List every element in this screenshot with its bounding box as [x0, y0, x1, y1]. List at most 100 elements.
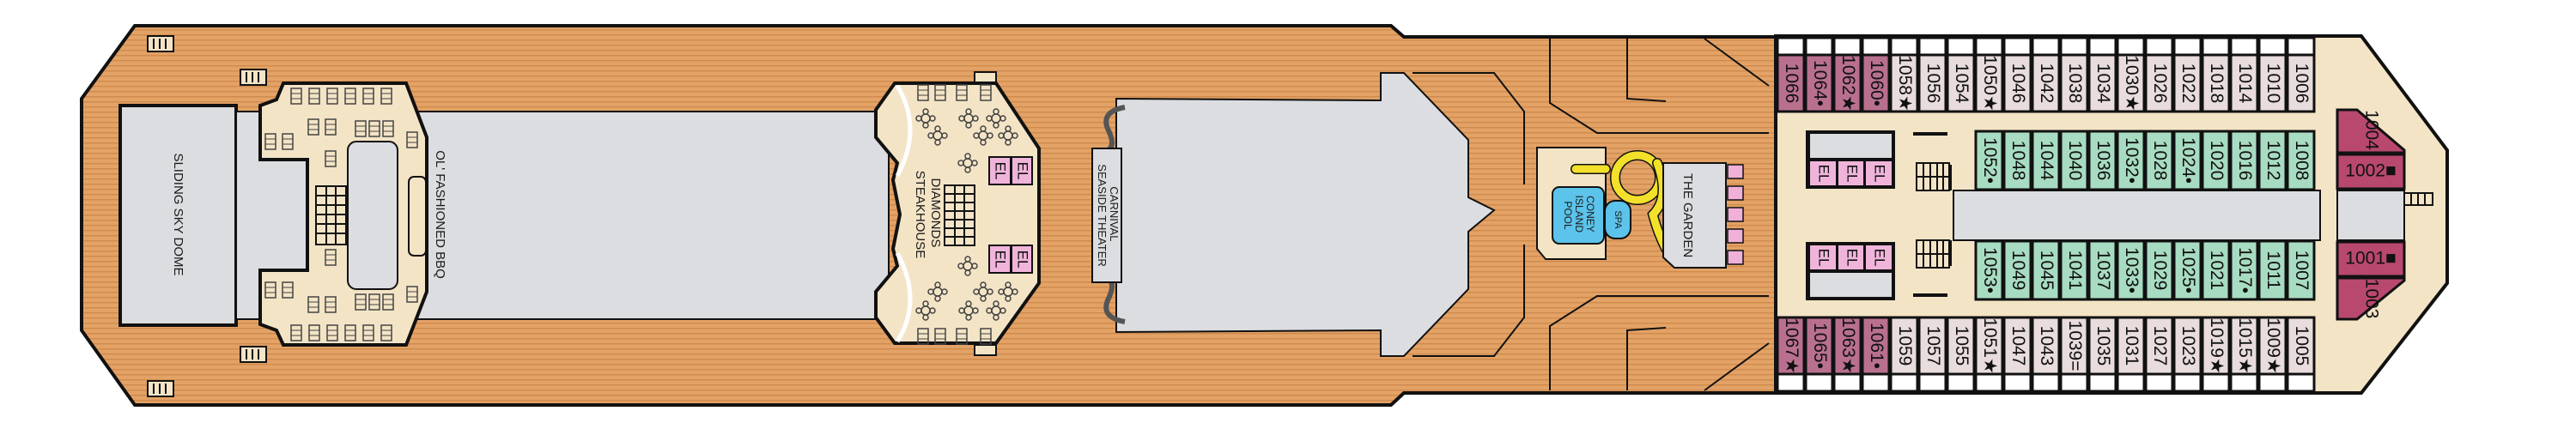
- cabin[interactable]: 1027: [2144, 316, 2174, 376]
- cabin[interactable]: 1036: [2087, 130, 2117, 191]
- cabin[interactable]: 1011: [2257, 239, 2287, 301]
- pool-label-line: CONEY: [1584, 196, 1596, 233]
- cabin-number: 1001■: [2345, 249, 2396, 269]
- cabin[interactable]: 1047: [2002, 316, 2032, 376]
- cabin[interactable]: 1039=: [2059, 316, 2089, 376]
- cabin-shape: [2087, 53, 2117, 113]
- cabin[interactable]: 1050★: [1974, 53, 2004, 113]
- cabin[interactable]: 1041: [2059, 239, 2089, 301]
- cabin[interactable]: 1052•: [1974, 130, 2004, 191]
- balcony: [1946, 372, 1976, 393]
- cabin[interactable]: 1034: [2087, 53, 2117, 113]
- cabin[interactable]: 1062★: [1832, 53, 1862, 113]
- cabin[interactable]: 1031: [2116, 316, 2146, 376]
- cabin[interactable]: 1007: [2286, 239, 2316, 301]
- cabin-shape: [2336, 240, 2406, 278]
- cabin-number: 1014: [2235, 63, 2255, 104]
- cabin[interactable]: 1030★: [2116, 53, 2146, 113]
- round-table-icon: [957, 153, 978, 173]
- cabin[interactable]: 1038: [2059, 53, 2089, 113]
- cabin-shape: [2172, 130, 2202, 191]
- cabin-number: 1006: [2292, 63, 2312, 104]
- cabin[interactable]: 1057: [1917, 316, 1947, 376]
- cabin-number: 1004: [2361, 110, 2381, 150]
- cabin[interactable]: 1033•: [2116, 239, 2146, 301]
- cabin[interactable]: 1005: [2286, 316, 2316, 376]
- cabin[interactable]: 1016: [2229, 130, 2259, 191]
- balcony: [1974, 36, 2004, 57]
- cabin[interactable]: 1066: [1776, 53, 1806, 113]
- cabin[interactable]: 1015★: [2229, 316, 2259, 376]
- cabin[interactable]: 1060•: [1861, 53, 1891, 113]
- elevator-label: EL: [993, 251, 1009, 269]
- cabin[interactable]: 1063★: [1832, 316, 1862, 376]
- cabin[interactable]: 1040: [2059, 130, 2089, 191]
- cabin[interactable]: 1056: [1917, 53, 1947, 113]
- cabin[interactable]: 1044: [2031, 130, 2061, 191]
- cabin[interactable]: 1064•: [1804, 53, 1834, 113]
- cabin-number: 1039=: [2065, 321, 2085, 372]
- cabin[interactable]: 1059: [1889, 316, 1919, 376]
- balcony: [1776, 36, 1806, 57]
- cabin[interactable]: 1018: [2201, 53, 2231, 113]
- cabin[interactable]: 1020: [2201, 130, 2231, 191]
- cabin[interactable]: 1012: [2257, 130, 2287, 191]
- balcony: [2172, 36, 2202, 57]
- cabin[interactable]: 1002■: [2336, 153, 2406, 190]
- cabin-number: 1050★: [1980, 55, 2000, 112]
- cabin[interactable]: 1053•: [1974, 239, 2004, 301]
- cabin[interactable]: 1055: [1946, 316, 1976, 376]
- cabin[interactable]: 1021: [2201, 239, 2231, 301]
- cabin[interactable]: 1009★: [2257, 316, 2287, 376]
- round-table-icon: [927, 125, 948, 146]
- cabin-shape: [2172, 239, 2202, 301]
- cabin[interactable]: 1014: [2229, 53, 2259, 113]
- cabin[interactable]: 1006: [2286, 53, 2316, 113]
- cabin[interactable]: 1023: [2172, 316, 2202, 376]
- cabin[interactable]: 1017•: [2229, 239, 2259, 301]
- cabin[interactable]: 1001■: [2336, 240, 2406, 278]
- water-slide-icon: [1571, 150, 1671, 254]
- cabin[interactable]: 1037: [2087, 239, 2117, 301]
- cabin[interactable]: 1008: [2286, 130, 2316, 191]
- cabin[interactable]: 1049: [2002, 239, 2032, 301]
- cabin[interactable]: 1028: [2144, 130, 2174, 191]
- cabin[interactable]: 1046: [2002, 53, 2032, 113]
- balcony: [2201, 36, 2231, 57]
- cabin[interactable]: 1058★: [1889, 53, 1919, 113]
- cabin[interactable]: 1029: [2144, 239, 2174, 301]
- cabin-shape: [2031, 53, 2061, 113]
- the-garden[interactable]: [1662, 162, 1727, 269]
- cabin[interactable]: 1010: [2257, 53, 2287, 113]
- table-icon: [282, 133, 294, 150]
- cabin[interactable]: 1061•: [1861, 316, 1891, 376]
- cabin-number: 1028: [2150, 141, 2170, 181]
- cabin[interactable]: 1025•: [2172, 239, 2202, 301]
- stairs-icon: [974, 71, 997, 83]
- cabin[interactable]: 1035: [2087, 316, 2117, 376]
- cabin-shape: [1776, 53, 1806, 113]
- cabin[interactable]: 1067★: [1776, 316, 1806, 376]
- cabin[interactable]: 1045: [2031, 239, 2061, 301]
- elevator-label: EL: [1872, 249, 1888, 267]
- cabin[interactable]: 1024•: [2172, 130, 2202, 191]
- cabin[interactable]: 1022: [2172, 53, 2202, 113]
- cabin[interactable]: 1054: [1946, 53, 1976, 113]
- cabin[interactable]: 1003: [2336, 276, 2406, 321]
- cabin[interactable]: 1026: [2144, 53, 2174, 113]
- table-icon: [290, 88, 302, 105]
- stairs-icon: [240, 346, 267, 363]
- cabin[interactable]: 1004: [2336, 108, 2406, 154]
- table-icon: [382, 120, 394, 137]
- cabin-shape: [2201, 130, 2231, 191]
- cabin[interactable]: 1065•: [1804, 316, 1834, 376]
- cabin[interactable]: 1019★: [2201, 316, 2231, 376]
- cabin[interactable]: 1048: [2002, 130, 2032, 191]
- cabin[interactable]: 1051★: [1974, 316, 2004, 376]
- seaside-theater-area[interactable]: [1115, 72, 1496, 357]
- cabin[interactable]: 1042: [2031, 53, 2061, 113]
- elevator-label: EL: [1816, 165, 1832, 183]
- cabin[interactable]: 1032•: [2116, 130, 2146, 191]
- cabin[interactable]: 1043: [2031, 316, 2061, 376]
- spa-whirlpool[interactable]: [1604, 200, 1631, 239]
